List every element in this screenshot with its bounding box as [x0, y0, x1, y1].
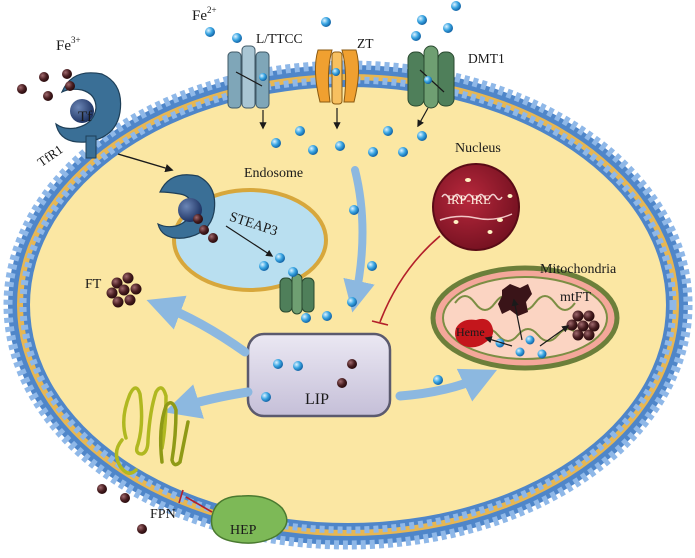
labile-iron-pool [246, 332, 392, 418]
fe3-label: Fe3+ [56, 35, 81, 54]
inhibition-lines [178, 235, 441, 513]
mitochondria-label: Mitochondria [540, 262, 617, 277]
tfr1-receptor [55, 72, 122, 159]
endosome-dmt1 [279, 273, 315, 315]
endosome-label: Endosome [244, 166, 303, 181]
dmt1-label: DMT1 [468, 51, 505, 66]
fpn-label: FPN [150, 507, 176, 522]
tfr1-to-endosome-arrow [117, 153, 174, 173]
heme-icon [455, 318, 494, 348]
zt-label: ZT [357, 36, 374, 51]
tf-label: Tf [78, 109, 92, 125]
mito-arrows [484, 298, 570, 347]
ferroportin [114, 386, 190, 475]
nucleus [432, 163, 520, 251]
ferritin-icon [106, 272, 142, 308]
hepcidin [210, 495, 288, 544]
fe3-ions [17, 69, 218, 534]
fe2-ions [205, 1, 461, 385]
irp-ire-label: IRP-IRE [447, 193, 491, 207]
import-arrows [259, 107, 429, 130]
steap3-arrow [225, 225, 274, 257]
lip-fe2-ions [261, 359, 303, 402]
mito-fe2-ions [495, 335, 547, 359]
fe2-label: Fe2+ [192, 5, 217, 24]
tfr1-label: TfR1 [35, 142, 66, 170]
dmt1-transporter [407, 45, 455, 109]
lip-label: LIP [305, 391, 329, 408]
zt-transporter [314, 49, 360, 105]
mitochondria [430, 265, 620, 371]
heme-label: Heme [456, 325, 485, 339]
nucleus-label: Nucleus [455, 141, 501, 156]
hep-label: HEP [230, 523, 257, 538]
lttcc-label: L/TTCC [256, 31, 303, 46]
lip-fe3-ions [337, 359, 357, 388]
ft-label: FT [85, 277, 102, 292]
mtft-label: mtFT [560, 290, 592, 305]
flow-arrows [146, 166, 498, 419]
mtft-ferritin-icon [566, 310, 600, 341]
